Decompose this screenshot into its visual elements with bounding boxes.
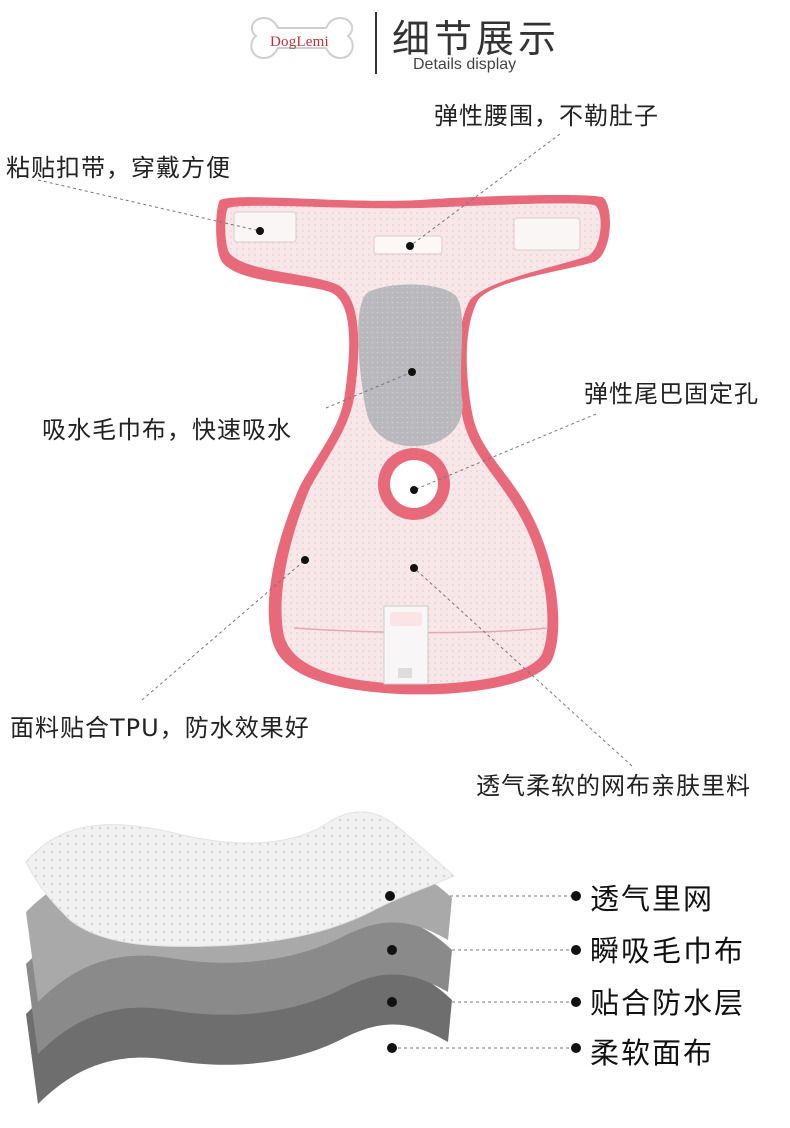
care-label-logo — [390, 612, 422, 626]
annotation-mesh: 透气柔软的网布亲肤里料 — [476, 772, 751, 800]
layer-label-outer: 柔软面布 — [590, 1036, 715, 1070]
right-velcro-strip — [513, 217, 581, 251]
annotation-towel: 吸水毛巾布，快速吸水 — [42, 416, 292, 444]
fabric-layers — [25, 811, 455, 1104]
care-label-mark — [398, 668, 412, 678]
layer-mesh — [25, 811, 455, 947]
header-divider — [375, 12, 377, 74]
header: DogLemi 细节展示 Details display — [0, 0, 790, 90]
annotation-strap: 粘贴扣带，穿戴方便 — [6, 154, 231, 182]
towel-pad — [358, 284, 463, 447]
left-velcro-strip — [233, 211, 297, 243]
annotation-waist: 弹性腰围，不勒肚子 — [434, 102, 659, 130]
bone-logo-icon — [250, 16, 354, 60]
layer-label-towel: 瞬吸毛巾布 — [590, 934, 746, 968]
annotation-tpu: 面料贴合TPU，防水效果好 — [10, 714, 310, 742]
page-title: 细节展示 — [392, 17, 561, 61]
layer-label-waterproof: 贴合防水层 — [590, 986, 746, 1020]
layer-dots — [385, 891, 581, 1053]
page-subtitle: Details display — [413, 56, 517, 73]
brand-name: DogLemi — [270, 34, 329, 50]
callout-dots — [256, 227, 418, 572]
diaper — [216, 194, 610, 695]
tail-hole — [390, 460, 438, 508]
annotation-tail-hole: 弹性尾巴固定孔 — [584, 380, 759, 408]
layer-label-mesh: 透气里网 — [590, 882, 715, 916]
